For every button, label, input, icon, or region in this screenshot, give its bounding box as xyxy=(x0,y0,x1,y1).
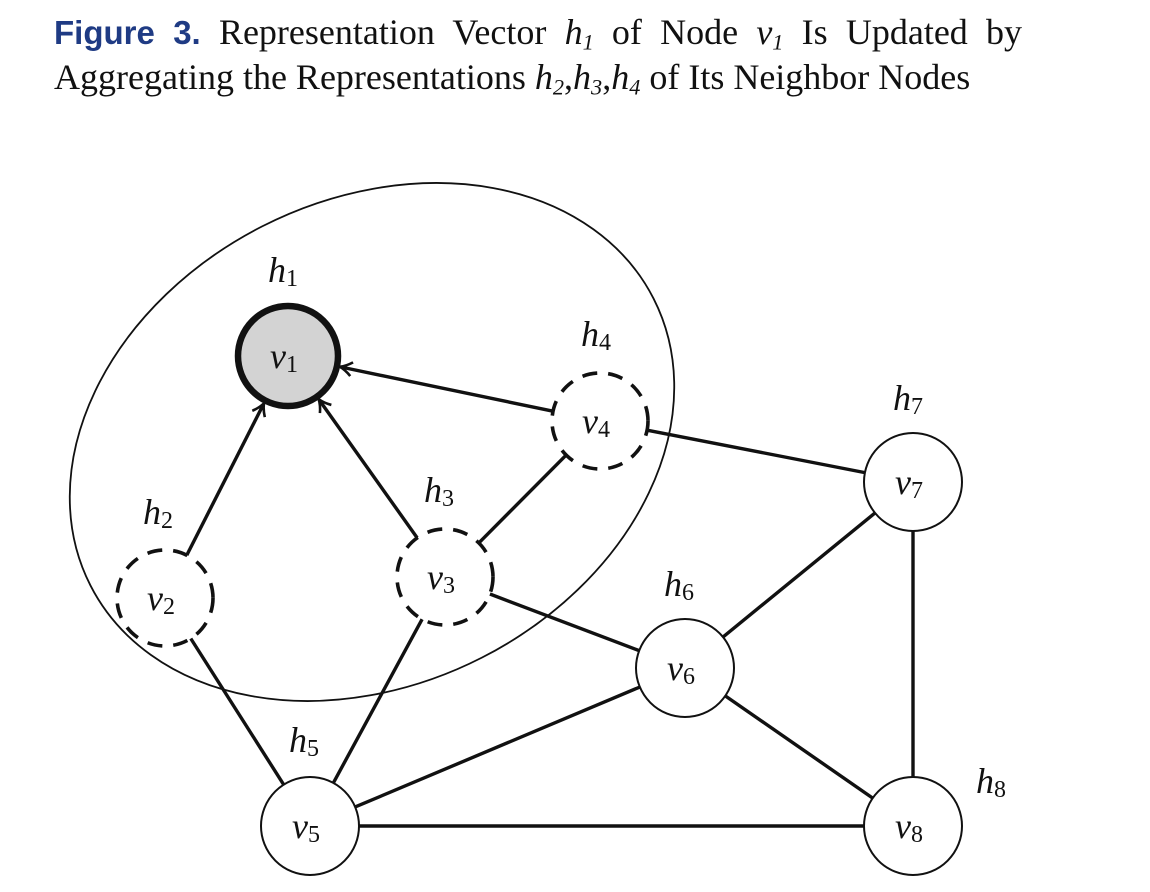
edge-v3-v5 xyxy=(331,618,424,784)
caption-math-h3: h3 xyxy=(573,57,603,100)
caption-math-h2: h2 xyxy=(534,57,565,100)
caption-sep: , xyxy=(602,57,612,97)
representation-label-h1: h1 xyxy=(268,250,298,292)
representation-label-h6: h6 xyxy=(664,564,694,606)
arrow-edge-v4-v1 xyxy=(335,361,554,413)
edge-v3-v4 xyxy=(477,453,568,545)
caption-math-v1: v1 xyxy=(756,12,784,55)
caption-text-2: of Node xyxy=(593,12,757,52)
caption-text-3: Is Updated by Aggregating the Representa… xyxy=(54,12,1023,97)
caption-math-h1: h1 xyxy=(564,12,594,55)
node-label-v5: v5 xyxy=(292,806,320,848)
figure-caption: Figure 3. Representation Vector h1 of No… xyxy=(54,10,1022,99)
edge-v6-v8 xyxy=(724,694,874,800)
node-label-v6: v6 xyxy=(667,648,695,690)
caption-text-1: Representation Vector xyxy=(218,12,565,52)
node-label-v2: v2 xyxy=(147,578,175,620)
caption-sep: , xyxy=(564,57,574,97)
node-v4: v4 xyxy=(550,371,650,471)
edge-v2-v5 xyxy=(189,637,286,786)
node-circle-v8 xyxy=(863,776,963,876)
figure-label: Figure 3. xyxy=(54,14,201,51)
caption-math-h4: h4 xyxy=(611,57,641,100)
node-v2: v2 xyxy=(115,548,215,648)
representation-label-h7: h7 xyxy=(893,378,923,420)
node-v6: v6 xyxy=(635,618,735,718)
node-label-v8: v8 xyxy=(895,806,923,848)
node-v3: v3 xyxy=(395,527,495,627)
node-circle-v6 xyxy=(635,618,735,718)
node-label-v3: v3 xyxy=(427,557,455,599)
edge-v6-v7 xyxy=(721,511,877,639)
neighborhood-ellipse xyxy=(68,182,676,702)
node-circle-v5 xyxy=(260,776,360,876)
edge-v5-v6 xyxy=(354,685,641,809)
node-v1: v1 xyxy=(234,302,342,410)
representation-label-h4: h4 xyxy=(581,314,611,356)
node-label-v7: v7 xyxy=(895,462,923,504)
node-v5: v5 xyxy=(260,776,360,876)
arrow-edge-v3-v1 xyxy=(316,395,419,539)
node-label-v4: v4 xyxy=(582,401,610,443)
representation-label-h8: h8 xyxy=(976,761,1006,803)
node-circle-v1 xyxy=(234,302,342,410)
edge-v3-v6 xyxy=(489,592,640,653)
arrow-edge-v2-v1 xyxy=(185,399,267,556)
node-circle-v3 xyxy=(395,527,495,627)
node-v8: v8 xyxy=(863,776,963,876)
node-circle-v7 xyxy=(863,432,963,532)
representation-label-h2: h2 xyxy=(143,492,173,534)
caption-text-4: of Its Neighbor Nodes xyxy=(640,57,971,97)
representation-label-h5: h5 xyxy=(289,720,319,762)
node-circle-v4 xyxy=(550,371,650,471)
node-circle-v2 xyxy=(115,548,215,648)
edge-v4-v7 xyxy=(646,428,866,475)
node-v7: v7 xyxy=(863,432,963,532)
representation-label-h3: h3 xyxy=(424,470,454,512)
node-label-v1: v1 xyxy=(270,336,298,378)
